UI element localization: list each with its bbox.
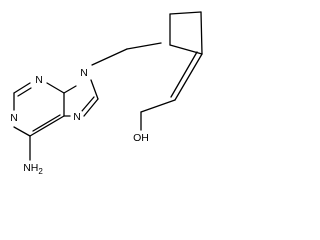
bond-c8-n7-double	[81, 96, 95, 112]
atom-n7-label: N	[73, 111, 81, 123]
bond-ring-top	[169, 11, 202, 15]
bond-n1-c6	[13, 126, 31, 137]
atom-nh2-label-background	[21, 162, 45, 174]
bond-exocyclic-double	[170, 51, 198, 98]
atom-n1-label: N	[10, 112, 18, 124]
bond-n3-c2	[13, 82, 31, 94]
atom-n3-label-background	[34, 74, 44, 86]
bonds	[13, 11, 203, 161]
atom-n9-label-background	[79, 67, 89, 79]
bond-n9-ch2	[91, 48, 128, 66]
atom-oh-label: OH	[133, 132, 149, 144]
bond-ring-right	[200, 11, 203, 55]
atom-n7-label-background	[72, 111, 82, 123]
bond-c8-n7	[83, 98, 99, 117]
atom-n3-label: N	[35, 74, 43, 86]
bond-c6-c5	[29, 115, 65, 137]
bond-c6-c5-double	[32, 114, 61, 132]
bond-n9-c8	[90, 79, 99, 100]
bond-n3-c2-double	[17, 87, 32, 97]
bond-c4-n3	[46, 82, 65, 94]
bond-chain-ch2	[140, 99, 176, 113]
bond-ch2-cring	[126, 42, 162, 50]
bond-c4-n9	[63, 85, 77, 94]
bond-exocyclic	[174, 53, 203, 101]
atom-n1-label-background	[9, 112, 19, 124]
atom-n9-label: N	[80, 67, 88, 79]
atom-nh2-label: NH2	[23, 162, 43, 176]
atom-labels: N N N N NH2 OH	[9, 67, 150, 176]
chemical-structure: N N N N NH2 OH	[9, 11, 203, 176]
atom-oh-label-background	[132, 132, 150, 144]
